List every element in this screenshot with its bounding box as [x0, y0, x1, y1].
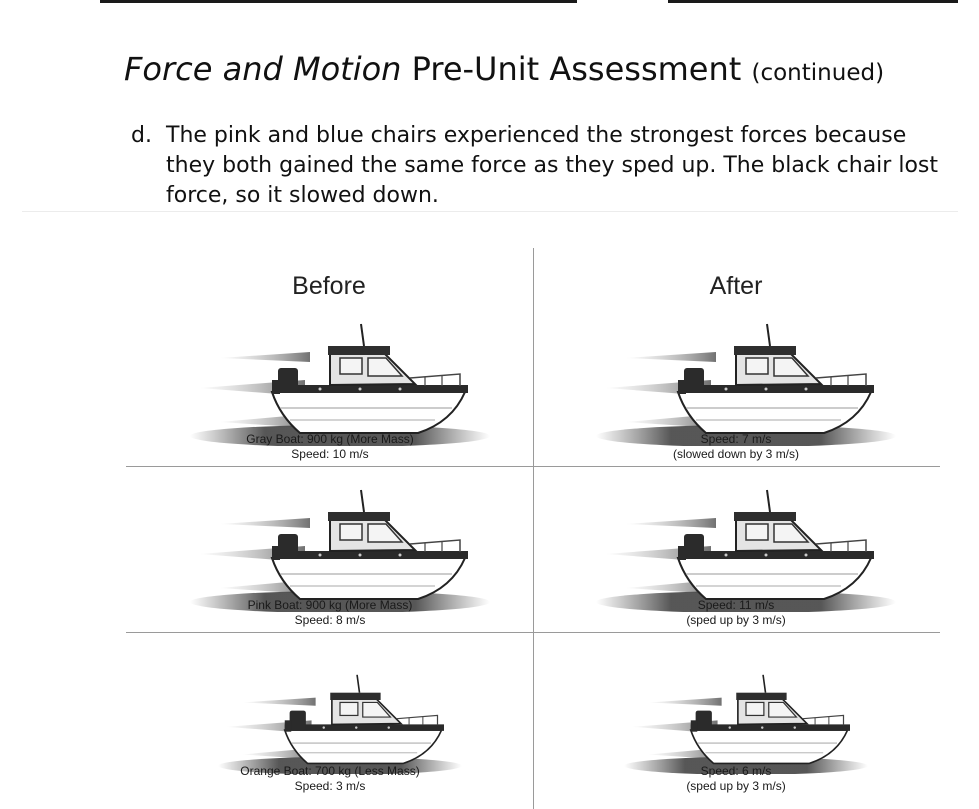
boat-illustration	[189, 489, 491, 612]
boat-illustration	[595, 323, 897, 446]
after-cell-gray-boat: Speed: 7 m/s (slowed down by 3 m/s)	[546, 296, 926, 461]
figure-row-divider-1	[126, 466, 940, 467]
page-title: Force and Motion Pre-Unit Assessment (co…	[124, 50, 884, 92]
boat-caption: Pink Boat: 900 kg (More Mass) Speed: 8 m…	[140, 598, 520, 628]
boat-caption-line2: (slowed down by 3 m/s)	[672, 447, 800, 461]
boat-caption-line2: Speed: 10 m/s	[291, 447, 369, 461]
page-title-italic: Force and Motion	[124, 50, 402, 88]
figure-row-divider-2	[126, 632, 940, 633]
boat-caption-line1: Speed: 7 m/s	[700, 432, 772, 446]
boat-caption-line1: Speed: 6 m/s	[700, 764, 772, 778]
boat-caption: Speed: 6 m/s (sped up by 3 m/s)	[546, 764, 926, 794]
boat-caption-line1: Speed: 11 m/s	[697, 598, 775, 612]
page-title-suffix: (continued)	[751, 60, 885, 86]
page-title-main: Pre-Unit Assessment	[401, 50, 752, 88]
answer-choice-d: d. The pink and blue chairs experienced …	[131, 121, 951, 211]
boat-caption-line1: Orange Boat: 700 kg (Less Mass)	[240, 764, 420, 778]
boat-illustration	[189, 323, 491, 446]
answer-letter: d.	[131, 123, 152, 148]
boat-caption: Speed: 11 m/s (sped up by 3 m/s)	[546, 598, 926, 628]
boat-illustration	[595, 489, 897, 612]
before-cell-pink-boat: Pink Boat: 900 kg (More Mass) Speed: 8 m…	[140, 462, 520, 627]
after-heading: After	[709, 272, 763, 300]
boat-caption-line2: Speed: 8 m/s	[294, 613, 366, 627]
answer-blank-line-left	[100, 0, 577, 3]
boat-caption-line2: Speed: 3 m/s	[294, 779, 366, 793]
boat-illustration	[217, 674, 463, 774]
before-heading: Before	[292, 272, 366, 300]
boat-caption-line1: Pink Boat: 900 kg (More Mass)	[247, 598, 413, 612]
boat-caption-line1: Gray Boat: 900 kg (More Mass)	[246, 432, 414, 446]
boat-caption: Orange Boat: 700 kg (Less Mass) Speed: 3…	[140, 764, 520, 794]
boat-caption: Gray Boat: 900 kg (More Mass) Speed: 10 …	[140, 432, 520, 462]
boat-caption-line2: (sped up by 3 m/s)	[686, 779, 786, 793]
answer-blank-line-right	[668, 0, 958, 3]
boat-caption-line2: (sped up by 3 m/s)	[686, 613, 786, 627]
after-cell-pink-boat: Speed: 11 m/s (sped up by 3 m/s)	[546, 462, 926, 627]
boat-comparison-figure: Before After Gray Boat: 900 kg (More Mas…	[0, 248, 979, 809]
before-cell-gray-boat: Gray Boat: 900 kg (More Mass) Speed: 10 …	[140, 296, 520, 461]
section-divider	[22, 211, 958, 212]
after-cell-orange-boat: Speed: 6 m/s (sped up by 3 m/s)	[546, 630, 926, 795]
boat-caption: Speed: 7 m/s (slowed down by 3 m/s)	[546, 432, 926, 462]
figure-column-divider	[533, 248, 534, 809]
boat-illustration	[623, 674, 869, 774]
before-cell-orange-boat: Orange Boat: 700 kg (Less Mass) Speed: 3…	[140, 630, 520, 795]
answer-text: The pink and blue chairs experienced the…	[166, 123, 938, 208]
